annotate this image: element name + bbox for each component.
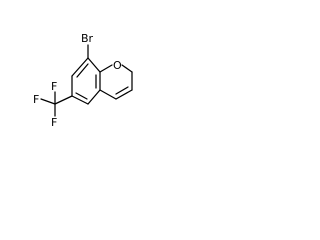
bond-c5-c6: [71, 95, 89, 105]
atom-label-fluorine-2: F: [51, 116, 57, 129]
chemical-structure-diagram: Br O F F F: [0, 0, 152, 152]
double-bond-c5-c6-inner: [75, 92, 88, 100]
atom-label-fluorine-3: F: [51, 80, 57, 93]
bond-o1-c2: [121, 64, 133, 73]
atom-label-fluorine-1: F: [33, 93, 39, 106]
bond-c4a-c5: [87, 89, 101, 105]
molecule-drawing: Br O F F F: [33, 32, 133, 129]
bond-c8-c8a: [87, 57, 101, 73]
atom-label-oxygen: O: [113, 59, 122, 72]
bond-c4-c4a: [99, 89, 117, 100]
bond-c6-cf3: [54, 95, 73, 105]
bond-c7-c8: [71, 57, 89, 77]
bond-c3-c4: [115, 89, 133, 100]
atom-label-bromine: Br: [81, 32, 94, 45]
double-bond-c3-c4-inner: [115, 86, 129, 95]
bond-c8a-o1: [99, 64, 113, 73]
bond-cf3-f1: [40, 98, 56, 105]
double-bond-c8-c7-inner: [76, 63, 89, 78]
